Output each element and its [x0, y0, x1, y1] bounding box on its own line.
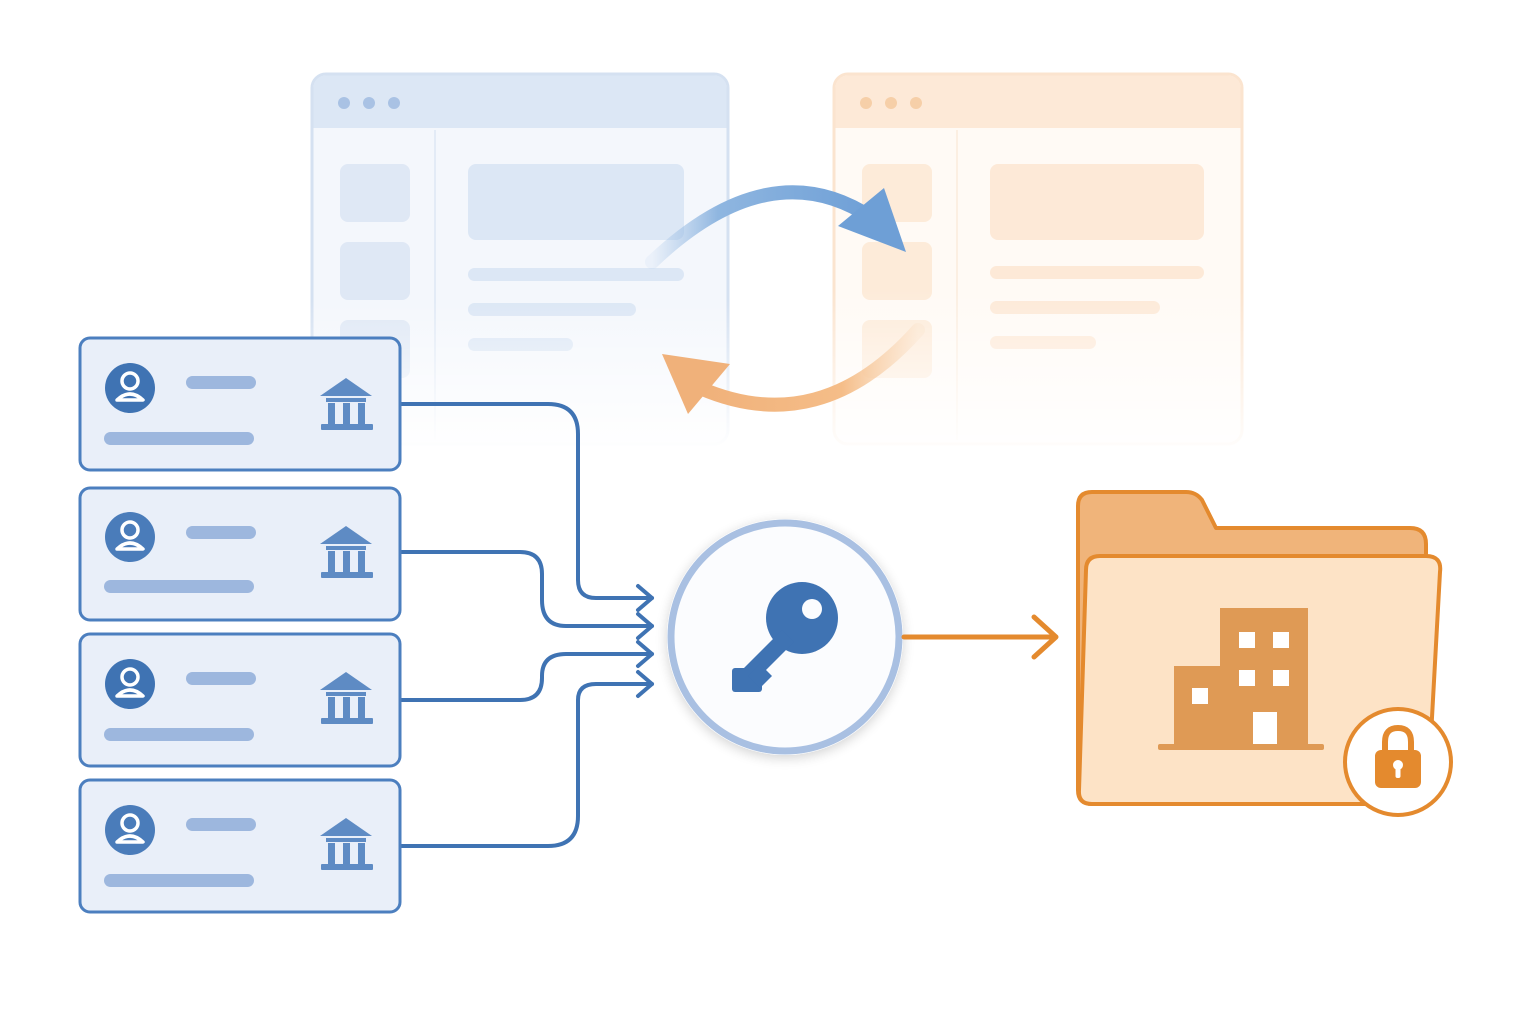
window-dot-icon: [910, 97, 922, 109]
bank-icon: [320, 378, 373, 430]
right-app-window: [826, 72, 1252, 460]
user-icon: [105, 512, 155, 562]
key-hub: [667, 519, 903, 755]
window-dot-icon: [388, 97, 400, 109]
record-card: [78, 336, 402, 472]
window-dot-icon: [363, 97, 375, 109]
record-connectors: [398, 402, 654, 848]
user-icon: [105, 659, 155, 709]
window-dot-icon: [338, 97, 350, 109]
sync-arrow-orange: [662, 323, 925, 414]
record-card: [78, 778, 402, 914]
output-arrow: [901, 614, 1059, 660]
record-card: [78, 486, 402, 622]
arrowhead-right-icon: [838, 188, 906, 252]
arrowhead-left-icon: [662, 354, 730, 414]
lock-badge: [1343, 707, 1453, 817]
user-icon: [105, 363, 155, 413]
key-icon: [732, 582, 838, 692]
window-dot-icon: [860, 97, 872, 109]
sync-arrow-blue: [645, 185, 906, 269]
bank-icon: [320, 818, 373, 870]
bank-icon: [320, 526, 373, 578]
user-icon: [105, 805, 155, 855]
record-card: [78, 632, 402, 768]
building-icon: [1158, 608, 1324, 750]
lock-icon: [1375, 724, 1421, 788]
window-dot-icon: [885, 97, 897, 109]
arrowhead-right-icon: [1031, 614, 1059, 660]
secure-folder: [1076, 490, 1453, 817]
bank-icon: [320, 672, 373, 724]
